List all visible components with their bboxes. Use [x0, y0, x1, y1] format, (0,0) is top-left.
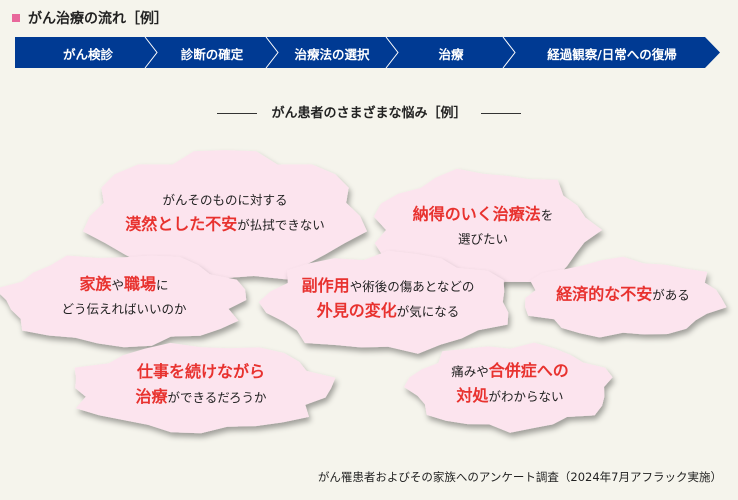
concern-line: 仕事を続けながら	[135, 360, 266, 385]
cloud-bubble	[525, 256, 727, 338]
flow-step: 経過観察/日常への復帰	[547, 47, 677, 62]
flow-step: 治療法の選択	[294, 47, 370, 62]
section-title: がん治療の流れ［例］	[28, 11, 168, 27]
highlight-text: 家族	[79, 274, 112, 294]
cloud-bubble	[74, 342, 336, 434]
concern-text: 副作用や術後の傷あとなどの外見の変化が気になる	[302, 274, 475, 324]
highlight-text: 外見の変化	[316, 301, 397, 320]
concern-line: 治療ができるだろうか	[135, 385, 266, 410]
highlight-text: 副作用	[301, 276, 350, 295]
concern-line: 経済的な不安がある	[556, 283, 690, 308]
concern-line: 痛みや合併症への	[451, 359, 569, 384]
body-text: が払拭できない	[237, 217, 325, 233]
concern-text: 仕事を続けながら治療ができるだろうか	[135, 360, 266, 410]
cloud-bubble	[258, 250, 509, 354]
body-text: がわからない	[488, 389, 564, 404]
pink-square-icon	[12, 14, 20, 22]
highlight-text: 仕事を続けながら	[136, 362, 265, 381]
body-text: 選びたい	[457, 231, 508, 247]
highlight-text: 職場	[123, 274, 157, 294]
body-text: や	[111, 277, 124, 293]
concern-line: 納得のいく治療法を	[413, 203, 554, 228]
highlight-text: 対処	[456, 386, 489, 405]
source-note: がん罹患者およびその家族へのアンケート調査（2024年7月アフラック実施）	[317, 470, 722, 484]
flow-step: 診断の確定	[180, 47, 244, 62]
body-text: どう伝えればいいのか	[61, 301, 187, 317]
concern-line: 家族や職場に	[61, 273, 186, 298]
section-header: がん治療の流れ［例］	[12, 8, 168, 28]
cloud-bubble	[404, 342, 613, 433]
treatment-flow-bar	[15, 36, 720, 69]
body-text: に	[156, 277, 169, 293]
highlight-text: 合併症への	[488, 361, 569, 380]
concern-line: 外見の変化が気になる	[302, 299, 475, 324]
concern-line: 選びたい	[413, 228, 554, 252]
body-text: や術後の傷あとなどの	[349, 279, 475, 294]
body-text: がある	[652, 287, 690, 303]
highlight-text: 経済的な不安	[556, 284, 653, 304]
concern-line: 副作用や術後の傷あとなどの	[302, 274, 475, 299]
body-text: がんそのものに対する	[162, 192, 288, 208]
cloud-bubble	[0, 255, 247, 348]
highlight-text: 納得のいく治療法	[412, 204, 541, 224]
concern-line: 漠然とした不安が払拭できない	[125, 213, 325, 238]
concern-line: がんそのものに対する	[125, 189, 325, 213]
highlight-text: 治療	[135, 387, 168, 406]
concern-line: どう伝えればいいのか	[61, 298, 186, 322]
concern-text: 納得のいく治療法を選びたい	[413, 203, 554, 252]
concern-line: 対処がわからない	[451, 384, 569, 409]
concerns-subtitle: がん患者のさまざまな悩み［例］	[0, 102, 738, 121]
concern-text: 痛みや合併症への対処がわからない	[451, 359, 569, 409]
flow-step: 治療	[438, 47, 464, 62]
body-text: ができるだろうか	[167, 390, 267, 405]
cloud-bubble	[83, 150, 367, 280]
body-text: 痛みや	[451, 364, 489, 379]
highlight-text: 漠然とした不安	[125, 214, 238, 234]
concern-text: 経済的な不安がある	[556, 283, 690, 308]
flow-step: がん検診	[62, 47, 114, 62]
body-text: が気になる	[396, 304, 460, 319]
body-text: を	[540, 207, 554, 223]
concern-text: 家族や職場にどう伝えればいいのか	[61, 273, 186, 322]
concern-text: がんそのものに対する漠然とした不安が払拭できない	[125, 189, 325, 238]
